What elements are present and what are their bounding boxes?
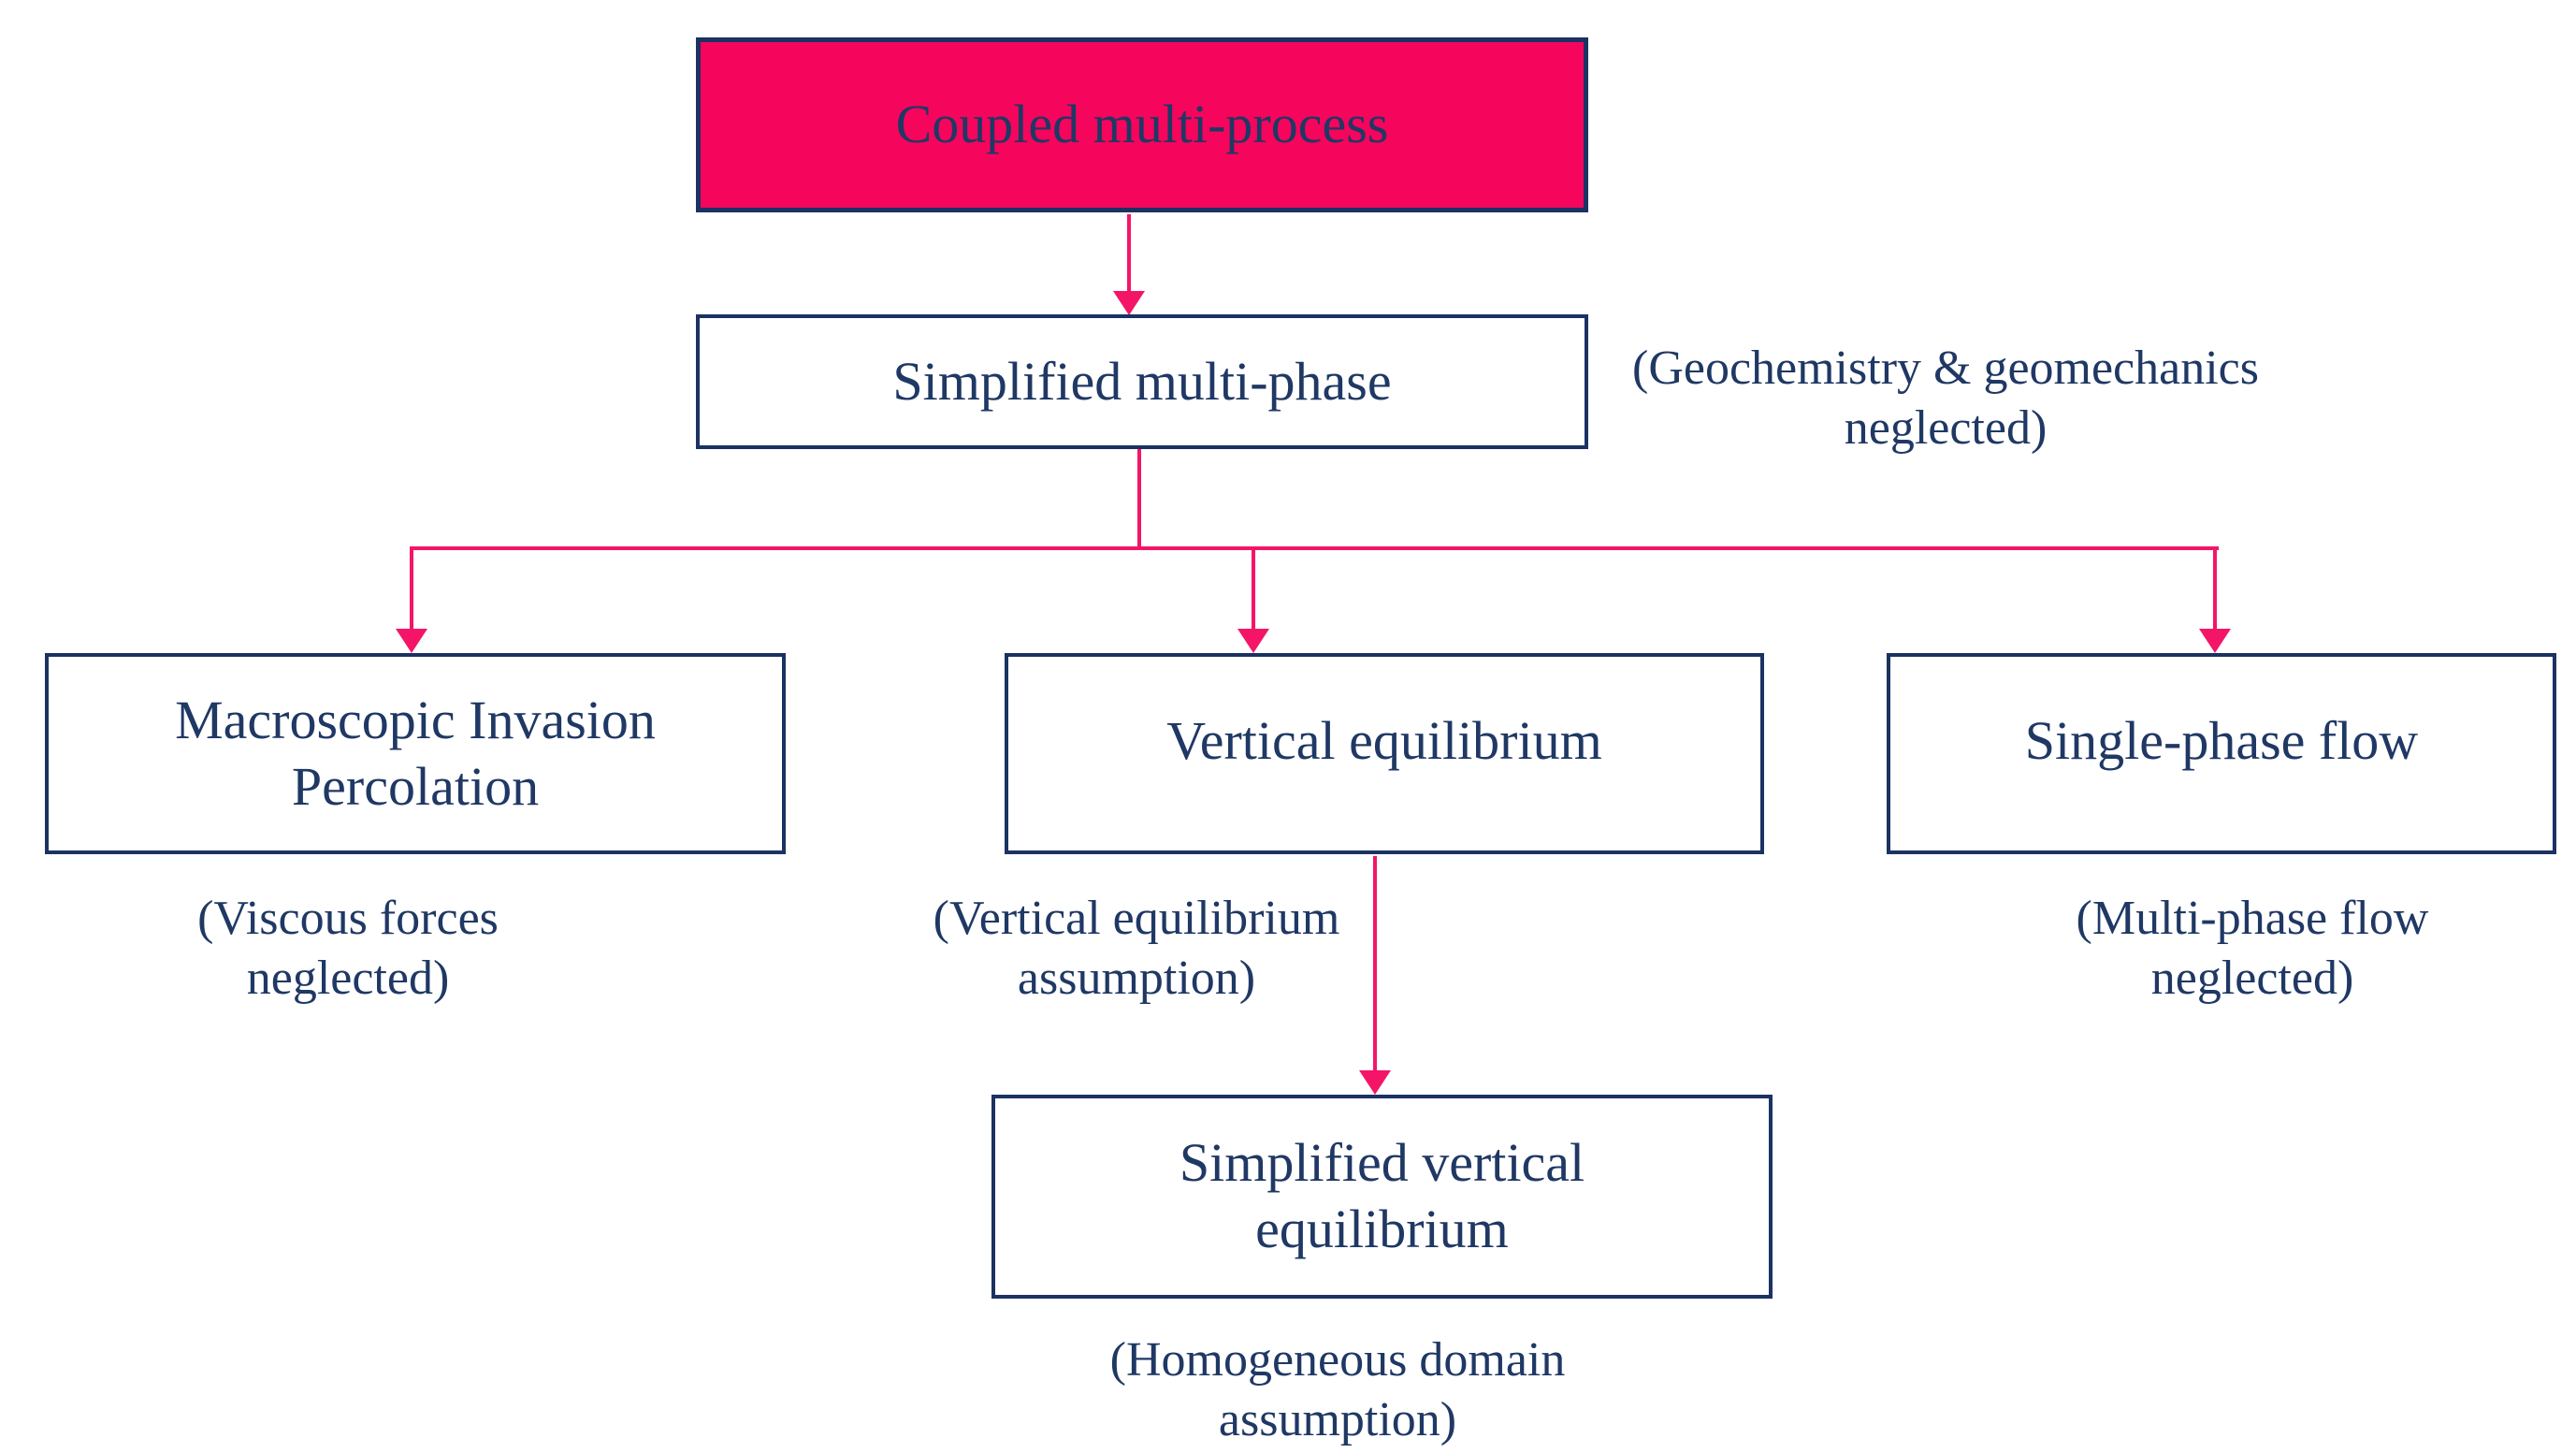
node-vertical-equilibrium: Vertical equilibrium	[1005, 653, 1764, 854]
connector-drop-right	[2213, 548, 2217, 631]
annotation-homogeneous-domain: (Homogeneous domain assumption)	[1109, 1333, 1566, 1446]
connector-stem	[1137, 449, 1141, 550]
node-label: Coupled multi-process	[895, 94, 1389, 155]
arrow-to-vertical-equilibrium-head	[1237, 629, 1269, 653]
annotation-multi-phase-flow: (Multi-phase flow neglected)	[2076, 892, 2429, 1005]
arrow-to-macroscopic-head	[396, 629, 427, 653]
arrow-coupled-to-simplified-head	[1113, 291, 1145, 315]
annotation-geochemistry-geomechanics: (Geochemistry & geomechanics neglected)	[1632, 341, 2259, 455]
node-simplified-vertical-equilibrium: Simplified vertical equilibrium	[991, 1095, 1773, 1299]
node-label: Simplified multi-phase	[892, 350, 1392, 412]
annotation-vertical-equilibrium-assumption: (Vertical equilibrium assumption)	[933, 892, 1340, 1005]
arrow-ve-to-simplified-ve-head	[1359, 1070, 1391, 1095]
node-simplified-multi-phase: Simplified multi-phase	[696, 314, 1588, 449]
connector-drop-middle	[1252, 548, 1255, 631]
annotation-viscous-forces: (Viscous forces neglected)	[197, 892, 499, 1005]
connector-horizontal-line	[410, 546, 2219, 550]
node-single-phase-flow: Single-phase flow	[1887, 653, 2556, 854]
node-macroscopic-invasion-percolation: Macroscopic Invasion Percolation	[45, 653, 786, 854]
connector-drop-left	[410, 548, 413, 631]
arrow-to-single-phase-head	[2199, 629, 2231, 653]
arrow-ve-to-simplified-ve-shaft	[1373, 856, 1377, 1071]
node-coupled-multi-process: Coupled multi-process	[696, 37, 1588, 212]
arrow-coupled-to-simplified-shaft	[1127, 214, 1131, 294]
